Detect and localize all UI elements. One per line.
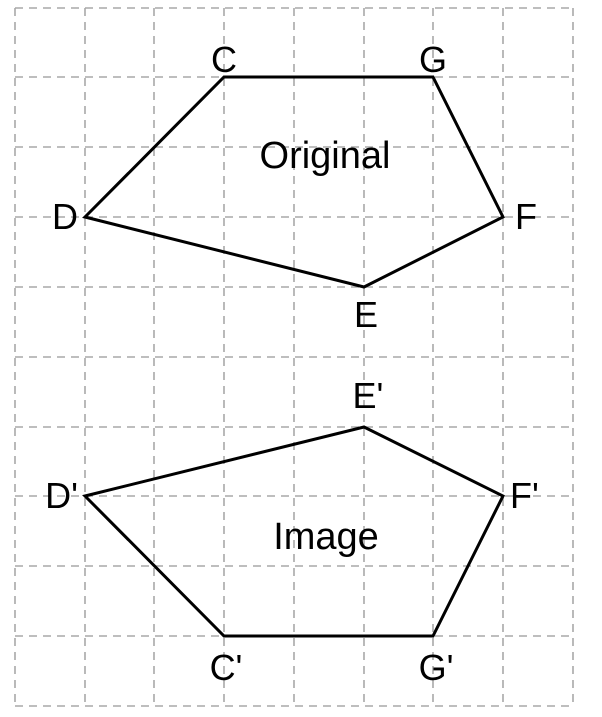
- original-title: Original: [260, 135, 391, 177]
- image-title: Image: [273, 516, 379, 558]
- original-vertex-g-label: G: [419, 39, 447, 80]
- original-vertex-e-label: E: [354, 294, 378, 335]
- grid: [14, 7, 574, 707]
- image-vertex-g-label: G': [419, 647, 454, 688]
- original-pentagon: [82, 75, 506, 289]
- original-vertex-f-label: F: [515, 196, 537, 237]
- original-vertex-d-label: D: [52, 196, 78, 237]
- image-vertex-c-label: C': [210, 647, 243, 688]
- image-vertex-d-label: D': [45, 475, 78, 516]
- image-vertex-f-label: F': [510, 475, 539, 516]
- original-vertex-c-label: C: [211, 39, 237, 80]
- image-pentagon: [82, 425, 506, 638]
- image-vertex-e-label: E': [353, 375, 384, 416]
